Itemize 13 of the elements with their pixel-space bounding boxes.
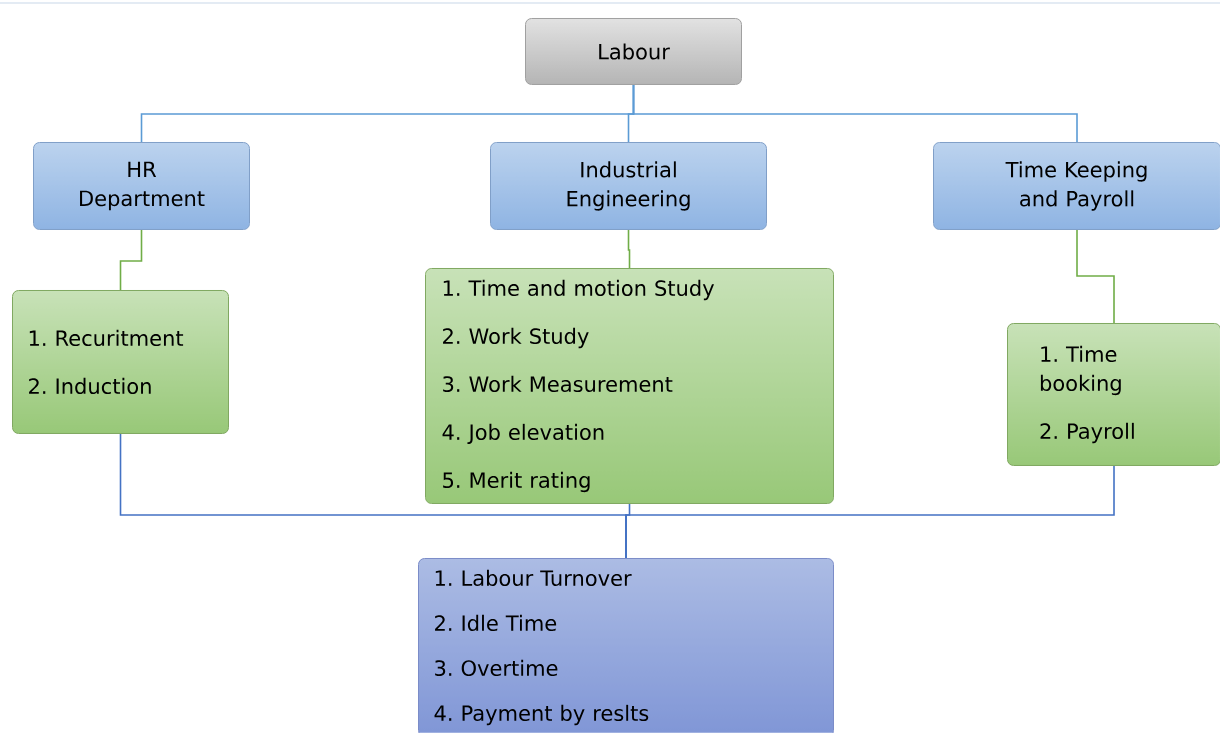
root-box: Labour [525, 18, 742, 85]
task-list-box: 1. Time and motion Study 2. Work Study 3. Work Measurement 4. Job elevation 5. Merit rating [425, 268, 834, 504]
connector [625, 465, 1115, 559]
connector [627, 229, 631, 269]
task-list-box: 1. Recuritment 2. Induction [12, 290, 229, 434]
department-box: HR Department [33, 142, 250, 230]
connector [1076, 229, 1115, 324]
department-box: Industrial Engineering [490, 142, 767, 230]
department-box: Time Keeping and Payroll [933, 142, 1220, 230]
connector [632, 84, 1078, 143]
task-list-box: 1. Time booking 2. Payroll [1007, 323, 1220, 466]
outcome-list-box: 1. Labour Turnover 2. Idle Time 3. Overtime 4. Payment by reslts [418, 558, 834, 733]
connector [119, 229, 143, 291]
